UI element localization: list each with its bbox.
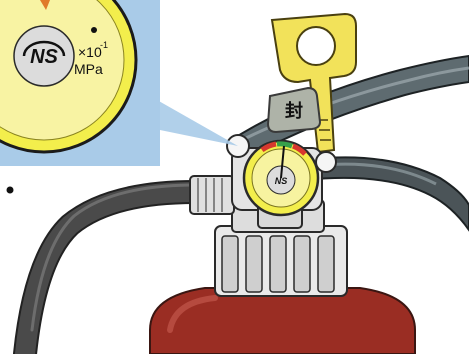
lock-tag-icon: 封 xyxy=(268,88,320,132)
hose-coupling xyxy=(190,176,234,214)
inset-scale-text: ×10 xyxy=(78,44,102,60)
gauge-dot xyxy=(91,27,97,33)
inset-logo-text: NS xyxy=(30,46,58,68)
pin-ring-hole xyxy=(297,27,335,65)
extinguisher-body xyxy=(150,288,415,354)
inset-exponent-text: -1 xyxy=(100,40,108,50)
pivot-bolt-right xyxy=(316,152,336,172)
bullet-dot xyxy=(7,187,14,194)
inset-unit-text: MPa xyxy=(74,61,103,77)
lock-tag-text: 封 xyxy=(285,100,303,121)
pressure-gauge-icon: NS xyxy=(244,141,318,215)
gauge-inset-panel: NS ×10 -1 MPa xyxy=(0,0,160,166)
